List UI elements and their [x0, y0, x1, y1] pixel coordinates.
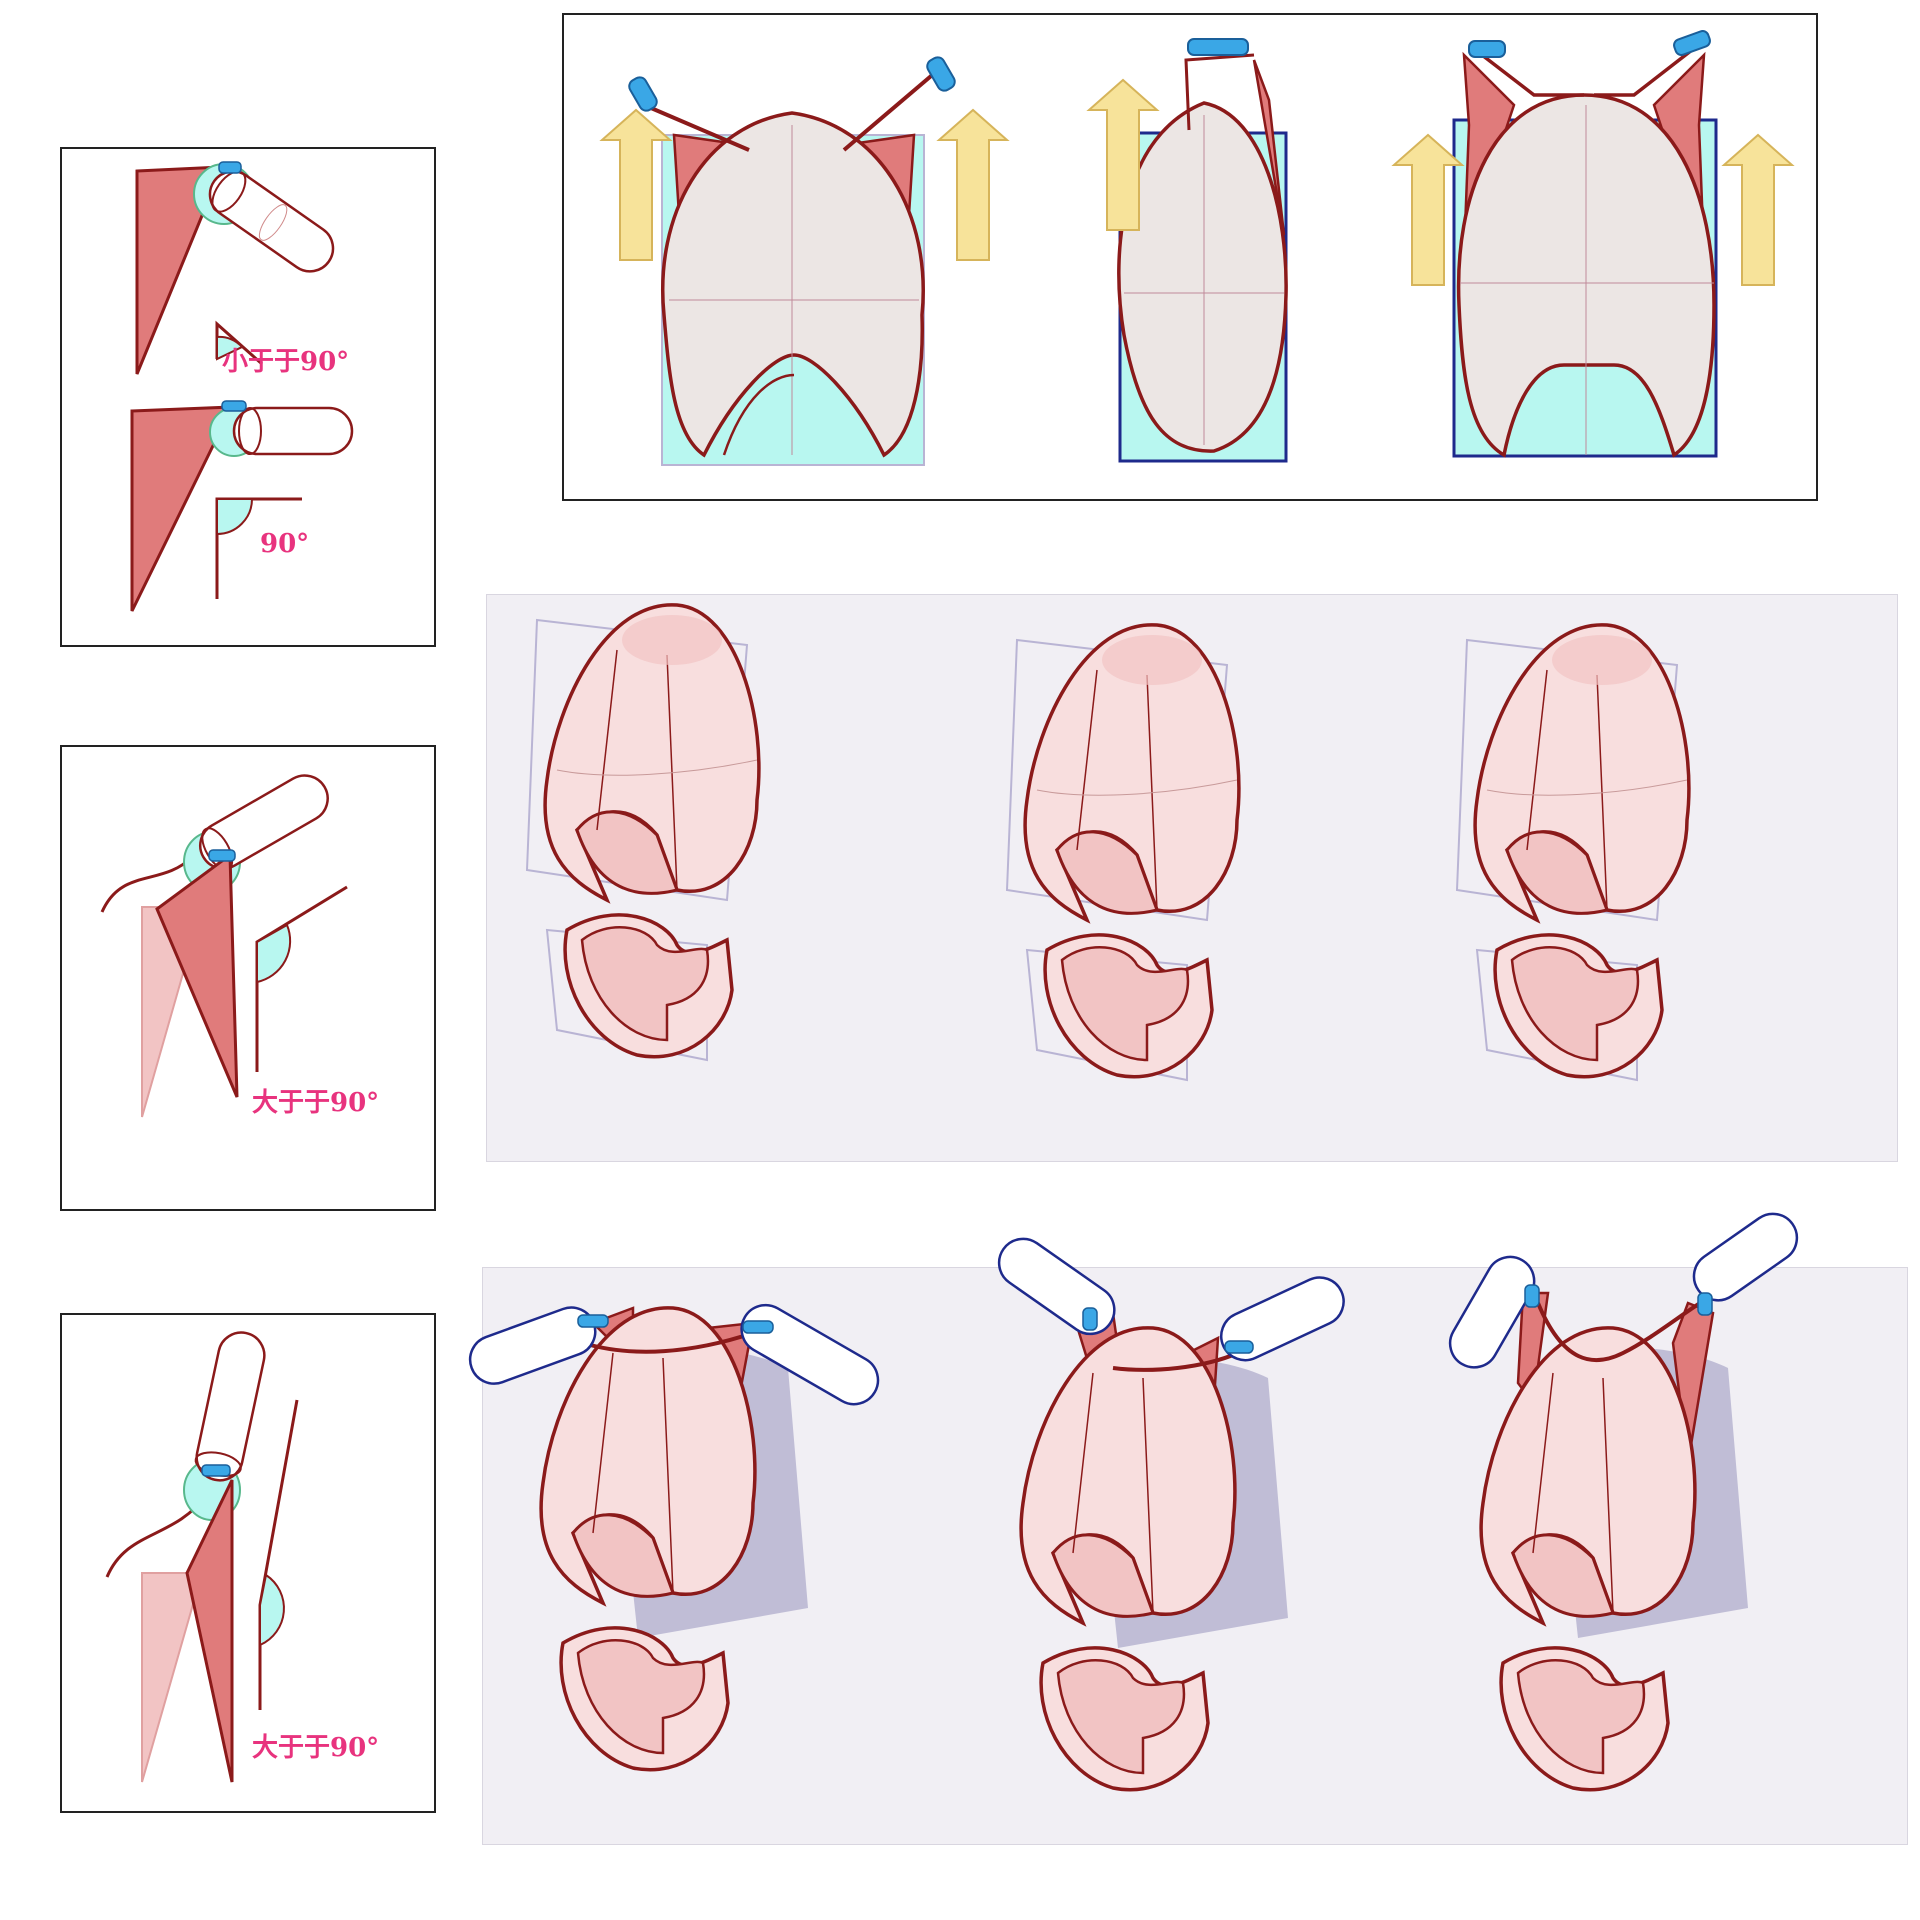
angle-panel-greater-than-90-b: 大于于90° — [60, 1313, 436, 1813]
front-view-diagrams — [601, 30, 1793, 466]
torso-3d-panel — [486, 594, 1898, 1162]
arm-cylinder-right — [740, 1303, 880, 1406]
arm-cylinder-vertical — [194, 1331, 266, 1482]
scapula-triangle-3 — [155, 852, 239, 1098]
torso-arms-diagrams — [468, 1212, 1799, 1792]
torso-front-2 — [1088, 38, 1288, 463]
arm-cylinder-right-3 — [1692, 1212, 1799, 1302]
angle-marker-obtuse — [255, 885, 348, 1072]
torso-arms-2 — [997, 1237, 1345, 1792]
angle-panel-less-than-90: 小于于90° 90° — [60, 147, 436, 647]
bone-cap — [218, 161, 242, 174]
torso-3d-2 — [1005, 623, 1241, 1082]
scapula-triangle-4 — [185, 1479, 234, 1783]
label-90: 90° — [260, 529, 310, 559]
arm-cylinder-left-2 — [997, 1237, 1116, 1336]
torso-3d-diagrams — [525, 603, 1691, 1082]
angle-panel-greater-than-90-a: 大于于90° — [60, 745, 436, 1211]
torso-3d-3 — [1455, 623, 1691, 1082]
torso-arms-1 — [468, 1303, 880, 1772]
label-less-than-90: 小于于90° — [222, 347, 350, 377]
scapula-faded-2 — [141, 1572, 204, 1783]
angle-diagram-3 — [105, 1331, 299, 1783]
torso-front-3 — [1393, 30, 1793, 458]
arm-cylinder — [208, 170, 335, 273]
angle-diagram-1 — [130, 161, 354, 612]
torso-3d-1 — [525, 603, 761, 1062]
arm-cylinder-raised — [199, 774, 329, 871]
label-greater-than-90-b: 大于于90° — [252, 1733, 380, 1763]
scapula-triangle — [135, 165, 225, 375]
arm-cylinder-left-3 — [1448, 1255, 1536, 1369]
arm-cylinder-2 — [232, 406, 354, 456]
torso-front-1 — [601, 56, 1008, 466]
scapula-triangle-2 — [130, 405, 235, 612]
angle-marker-obtuse-2 — [258, 1399, 299, 1710]
arm-cylinder-right-2 — [1220, 1276, 1345, 1362]
torso-arms-panel — [468, 1212, 1908, 1845]
angle-diagram-2 — [100, 774, 348, 1118]
torso-arms-3 — [1448, 1212, 1799, 1792]
front-view-panel — [562, 13, 1818, 501]
label-greater-than-90-a: 大于于90° — [252, 1088, 380, 1118]
